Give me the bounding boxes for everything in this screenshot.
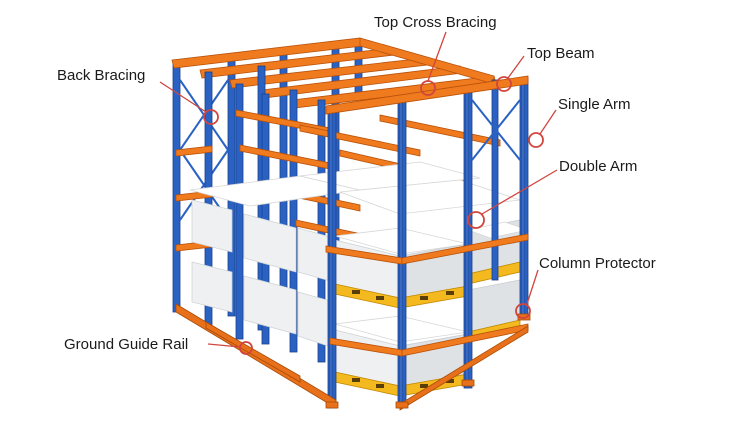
callout-marker (239, 341, 253, 355)
top-cross-bracing-beams (171, 37, 497, 109)
callout-marker (515, 303, 531, 319)
label-top-beam: Top Beam (527, 45, 595, 62)
label-ground-guide-rail: Ground Guide Rail (64, 336, 188, 353)
rack-illustration (171, 37, 531, 411)
callout-double-arm: Double Arm (467, 158, 637, 229)
callout-marker (528, 132, 544, 148)
callout-leader (507, 55, 525, 79)
callout-leader (539, 109, 557, 135)
callout-column-protector: Column Protector (515, 255, 656, 319)
side-bracing-lines (471, 99, 521, 161)
callout-single-arm: Single Arm (528, 96, 631, 148)
callout-marker (496, 76, 512, 92)
label-back-bracing: Back Bracing (57, 67, 145, 84)
callout-leader (207, 343, 241, 348)
label-top-cross-bracing: Top Cross Bracing (374, 14, 497, 31)
callout-ground-guide-rail: Ground Guide Rail (64, 336, 253, 355)
callout-top-beam: Top Beam (496, 45, 595, 92)
callout-marker (467, 211, 485, 229)
callout-top-cross-bracing: Top Cross Bracing (374, 14, 497, 96)
label-single-arm: Single Arm (558, 96, 631, 113)
callout-leader (526, 269, 539, 305)
callout-marker (203, 109, 219, 125)
callout-leader (427, 31, 447, 82)
ground-guide-rails (175, 303, 531, 411)
label-double-arm: Double Arm (559, 158, 637, 175)
callout-leader (159, 81, 207, 113)
callout-back-bracing: Back Bracing (57, 67, 219, 125)
label-column-protector: Column Protector (539, 255, 656, 272)
callout-leader (481, 169, 558, 215)
